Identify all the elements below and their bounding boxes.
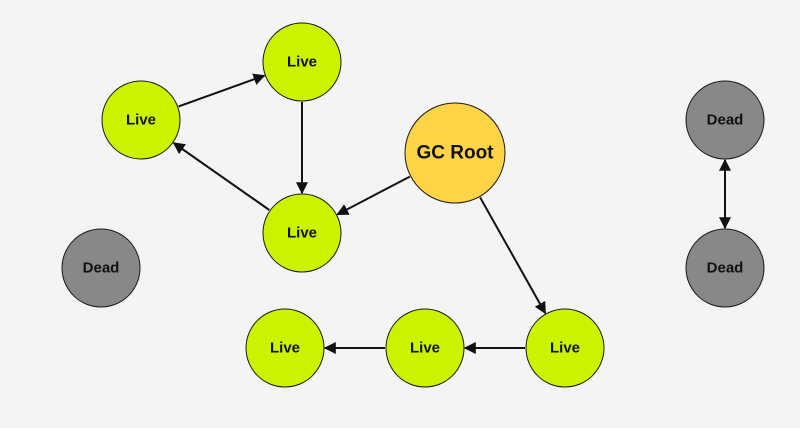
edge-live-b-to-live-a xyxy=(178,73,266,108)
node-dead-b-label: Dead xyxy=(707,260,744,277)
node-live-f: Live xyxy=(245,308,325,388)
node-dead-a: Dead xyxy=(685,80,765,160)
node-live-a-label: Live xyxy=(287,54,317,71)
node-dead-b: Dead xyxy=(685,228,765,308)
nodes-layer: GC Root Live Live Live Live Live Live D xyxy=(61,22,765,388)
node-live-e-label: Live xyxy=(410,340,440,357)
node-live-d-label: Live xyxy=(550,340,580,357)
node-live-e: Live xyxy=(385,308,465,388)
node-live-a: Live xyxy=(262,22,342,102)
node-dead-c-label: Dead xyxy=(83,260,120,277)
node-live-b: Live xyxy=(101,80,181,160)
node-gc-root: GC Root xyxy=(404,102,506,204)
node-dead-a-label: Dead xyxy=(707,112,744,129)
edge-gc-root-to-live-d xyxy=(479,196,547,315)
edges-layer xyxy=(172,73,731,354)
node-live-c: Live xyxy=(262,193,342,273)
node-dead-c: Dead xyxy=(61,228,141,308)
node-gc-root-label: GC Root xyxy=(416,143,494,164)
node-live-b-label: Live xyxy=(126,112,156,129)
node-live-d: Live xyxy=(525,308,605,388)
edge-live-c-to-live-b xyxy=(172,142,270,211)
edge-gc-root-to-live-c xyxy=(336,175,411,216)
node-live-c-label: Live xyxy=(287,225,317,242)
node-live-f-label: Live xyxy=(270,340,300,357)
